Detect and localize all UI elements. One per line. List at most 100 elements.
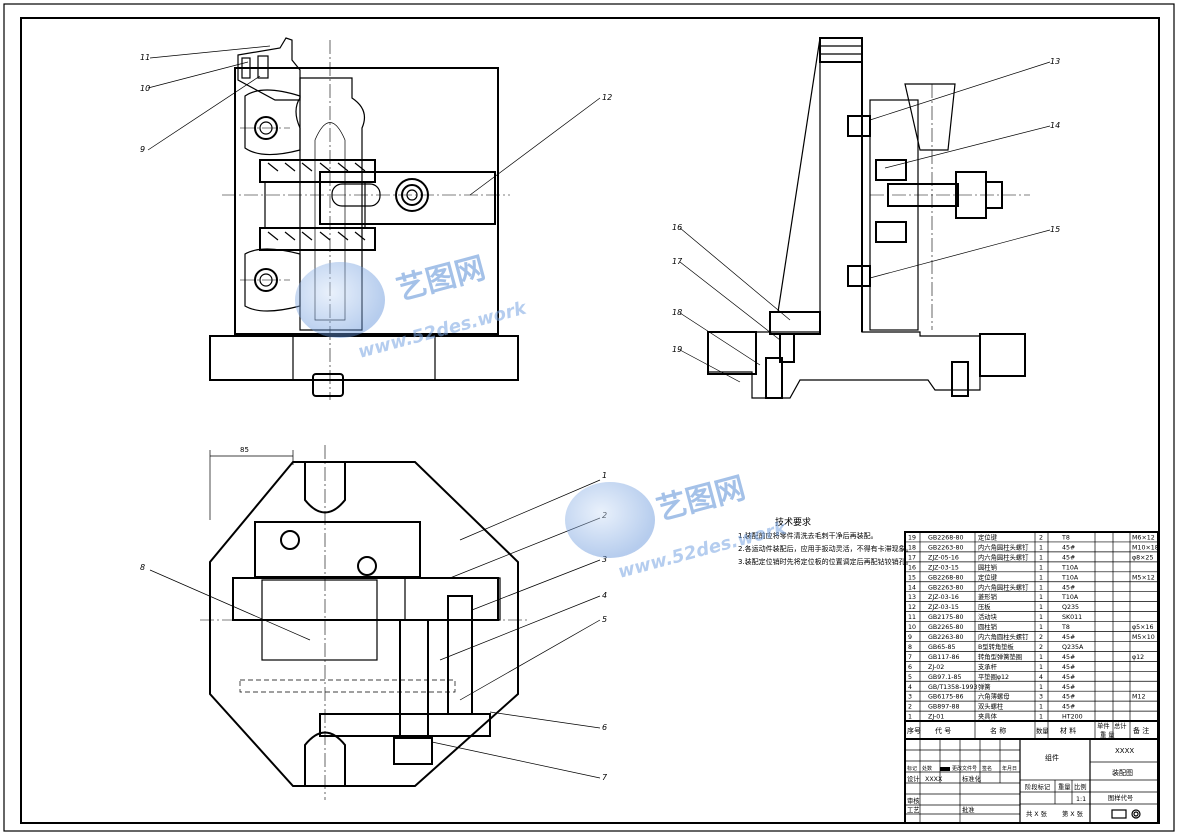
bom-cell-name: 定位键 <box>978 533 998 542</box>
bom-cell-mat: T10A <box>1061 594 1079 601</box>
bom-cell-note: M10×18 <box>1132 544 1159 551</box>
bom-cell-mat: T8 <box>1061 535 1070 542</box>
bom-cell-mat: 45# <box>1062 554 1075 561</box>
tb-code: XXXX <box>1115 747 1134 755</box>
bom-h-no: 序号 <box>907 726 921 735</box>
tech-req-line-1: 1.装配前应将零件清洗去毛刺干净后再装配。 <box>738 531 878 540</box>
bom-cell-name: 内六角圆柱头螺钉 <box>978 552 1029 561</box>
bom-cell-no: 16 <box>908 564 916 571</box>
bom-cell-no: 6 <box>908 664 912 671</box>
bom-cell-code: GB2175-80 <box>928 614 964 621</box>
bom-cell-no: 17 <box>908 554 916 561</box>
bom-cell-name: 内六角圆柱头螺钉 <box>978 632 1029 641</box>
tb-scale: 1:1 <box>1076 796 1086 803</box>
bom-cell-qty: 1 <box>1039 614 1043 621</box>
bom-cell-name: 支承杆 <box>978 662 998 671</box>
tech-requirements: 技术要求 1.装配前应将零件清洗去毛刺干净后再装配。 2.各运动件装配后，应用手… <box>738 516 913 566</box>
bom-cell-code: GB117-86 <box>928 654 960 661</box>
bom-cell-mat: 45# <box>1062 694 1075 701</box>
bom-cell-qty: 1 <box>1039 654 1043 661</box>
bom-cell-code: GB897-88 <box>928 704 960 711</box>
bom-cell-no: 18 <box>908 544 916 551</box>
callout-7: 7 <box>602 773 608 782</box>
bom-h-unit: 单件 <box>1097 721 1110 730</box>
inner-border <box>20 17 1160 824</box>
bom-cell-no: 7 <box>908 654 912 661</box>
bom-cell-note: M6×12 <box>1132 535 1155 542</box>
tb-approve-label: 批准 <box>962 805 975 814</box>
bom-cell-mat: 45# <box>1062 704 1075 711</box>
bom-cell-mat: 45# <box>1062 674 1075 681</box>
bom-cell-qty: 1 <box>1039 584 1043 591</box>
bom-cell-code: GB2268-80 <box>928 574 964 581</box>
tb-sheet2: 第 X 张 <box>1062 809 1084 818</box>
bom-cell-qty: 2 <box>1039 535 1043 542</box>
bom-cell-code: GB/T1358-1993 <box>928 684 978 691</box>
callout-9: 9 <box>140 145 145 154</box>
bom-cell-code: ZJZ-03-15 <box>928 604 959 611</box>
bom-cell-mat: 45# <box>1062 654 1075 661</box>
bom-cell-no: 3 <box>908 694 912 701</box>
bom-cell-mat: Q235A <box>1062 644 1084 651</box>
tb-process-label: 工艺 <box>907 806 920 814</box>
bom-cell-code: ZJ-01 <box>928 714 944 721</box>
callout-labels: 11 10 9 12 13 14 15 16 17 18 19 1 2 3 4 … <box>140 53 1060 782</box>
bom-cell-qty: 1 <box>1039 574 1043 581</box>
bom-cell-mat: 45# <box>1062 634 1075 641</box>
bom-cell-qty: 1 <box>1039 564 1043 571</box>
bom-cell-qty: 1 <box>1039 554 1043 561</box>
callout-16: 16 <box>672 223 682 232</box>
tech-req-title: 技术要求 <box>775 516 811 528</box>
callout-8: 8 <box>140 563 145 572</box>
tb-sheet: 共 X 张 <box>1026 809 1048 818</box>
bom-cell-qty: 3 <box>1039 694 1043 701</box>
bom-cell-qty: 1 <box>1039 594 1043 601</box>
tech-req-line-2: 2.各运动件装配后，应用手扳动灵活，不得有卡滞现象。 <box>738 544 913 553</box>
bom-cell-code: ZJ-02 <box>928 664 944 671</box>
top-view: 85 <box>200 445 530 800</box>
callout-4: 4 <box>602 591 607 600</box>
bom-cell-mat: SK011 <box>1062 614 1082 621</box>
tb-std-label: 标准化 <box>962 774 982 783</box>
bom-cell-no: 9 <box>908 634 912 641</box>
bom-cell-name: 内六角圆柱头螺钉 <box>978 542 1029 551</box>
bom-cell-note: M5×10 <box>1132 634 1155 641</box>
tb-stage-label: 阶段标记 <box>1025 782 1051 791</box>
bom-cell-mat: HT200 <box>1062 714 1083 721</box>
bom-cell-mat: Q235 <box>1062 604 1079 611</box>
watermark-1: 艺图网 www.52des.work <box>295 251 529 363</box>
bom-cell-name: 双头螺柱 <box>978 702 1004 711</box>
bom-cell-name: 圆柱销 <box>978 562 997 571</box>
tb-scale-label: 比例 <box>1074 782 1087 791</box>
bom-h-note: 备 注 <box>1133 726 1149 735</box>
tb-zones: 处数 <box>922 765 932 772</box>
tb-change: 更改文件号 <box>952 765 977 772</box>
bom-cell-mat: 45# <box>1062 664 1075 671</box>
bom-cell-code: GB2263-80 <box>928 584 964 591</box>
bom-cell-qty: 1 <box>1039 604 1043 611</box>
bom-cell-no: 5 <box>908 674 912 681</box>
bom-cell-no: 13 <box>908 594 916 601</box>
projection-symbol-icon <box>1111 809 1141 819</box>
callout-13: 13 <box>1050 57 1060 66</box>
callout-3: 3 <box>602 555 607 564</box>
watermark-name-1: 艺图网 <box>393 251 489 308</box>
bom-cell-qty: 1 <box>1039 544 1043 551</box>
bom-h-code: 代 号 <box>935 726 951 735</box>
bom-cell-qty: 1 <box>1039 684 1043 691</box>
bom-cell-no: 2 <box>908 704 912 711</box>
tb-designer: XXXX <box>925 776 943 783</box>
bom-cell-no: 14 <box>908 584 916 591</box>
bom-cell-mat: 45# <box>1062 544 1075 551</box>
bom-cell-qty: 1 <box>1039 704 1043 711</box>
tb-drawing-title: 装配图 <box>1112 768 1133 777</box>
leaders <box>147 45 1051 779</box>
bom-cell-name: 圆柱销 <box>978 622 997 631</box>
bom-cell-note: φ8×25 <box>1132 554 1153 561</box>
bom-cell-name: 压板 <box>978 602 991 611</box>
bom-cell-no: 11 <box>908 614 916 621</box>
bom-cell-qty: 1 <box>1039 664 1043 671</box>
bom-cell-no: 8 <box>908 644 912 651</box>
